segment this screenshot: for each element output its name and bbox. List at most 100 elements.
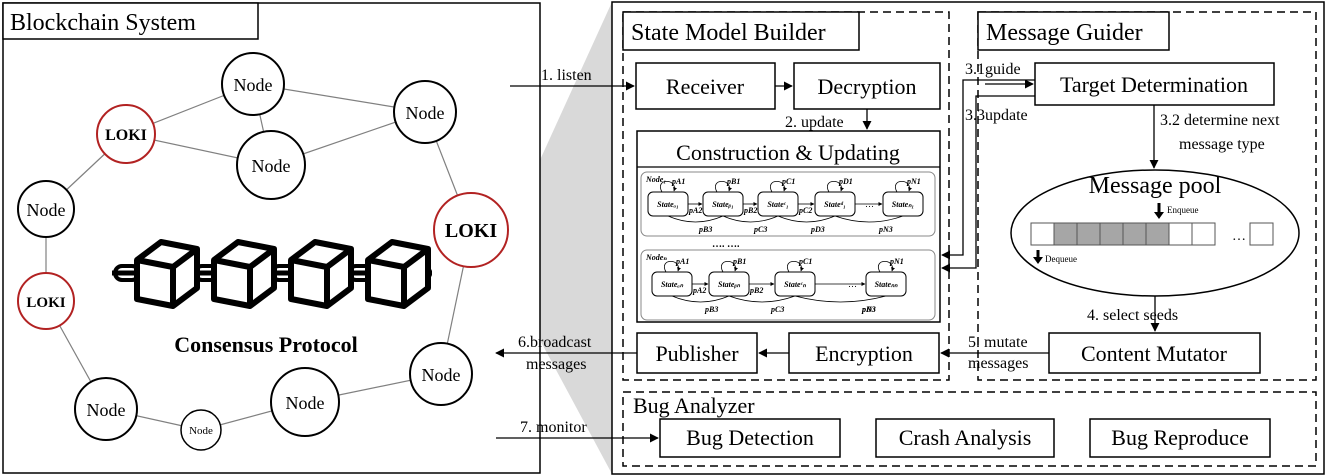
broadcast-label-2: messages — [526, 356, 586, 373]
svg-text:Node: Node — [27, 200, 66, 220]
publisher-box — [636, 332, 758, 374]
broadcast-label-1: 6.broadcast — [518, 334, 592, 351]
transition-label: pA1 — [671, 177, 685, 186]
svg-text:Stateᶜ₁: Stateᶜ₁ — [767, 200, 788, 209]
bug-detection-box — [659, 418, 841, 458]
system-title: Blockchain System — [10, 10, 196, 36]
node-circle: Node — [236, 130, 306, 200]
transition-label: pB3 — [698, 225, 712, 234]
svg-text:Nodeₙ: Nodeₙ — [645, 253, 667, 262]
transition-label: pD3 — [810, 225, 825, 234]
decryption-label: Decryption — [818, 74, 917, 99]
svg-text:Node: Node — [252, 156, 291, 176]
crash-analysis-label: Crash Analysis — [899, 425, 1032, 450]
loki-node: LOKI — [17, 272, 75, 330]
svg-text:Stateᶜₙ: Stateᶜₙ — [784, 280, 806, 289]
svg-text:Node: Node — [87, 400, 126, 420]
state-node: Stateₙₙ — [865, 260, 907, 297]
transition-label: pD1 — [838, 177, 853, 186]
message-guider-title: Message Guider — [986, 20, 1143, 46]
transition-label: pN3 — [861, 305, 876, 314]
transition-label: pB1 — [726, 177, 740, 186]
transition-edge — [667, 215, 724, 223]
svg-text:LOKI: LOKI — [105, 127, 147, 144]
dequeue-arrow: Dequeue — [1033, 250, 1077, 264]
transition-label: pA1 — [675, 257, 689, 266]
target-determination-label: Target Determination — [1060, 72, 1248, 97]
consensus-protocol-label: Consensus Protocol — [174, 332, 358, 357]
node-circle: Node — [221, 52, 285, 116]
blockchain-system-panel: Blockchain System Node Node — [2, 2, 541, 474]
ellipsis: … — [848, 279, 857, 289]
transition-label: pN1 — [889, 257, 904, 266]
listen-label: 1. listen — [541, 67, 592, 84]
state-node: Stateᵈ₁ — [814, 180, 856, 217]
transition-label: pD3 — [861, 305, 876, 314]
select-label: 4. select seeds — [1087, 307, 1178, 324]
ellipsis: … — [865, 199, 874, 209]
transition-edge — [728, 295, 796, 303]
determine-label-1: 3.2 determine next — [1160, 112, 1280, 129]
message-guider: Message Guider Target Determination Mess… — [977, 11, 1317, 381]
content-mutator-label: Content Mutator — [1081, 341, 1228, 366]
monitor-label: 7. monitor — [520, 419, 587, 436]
mutate-label-2: messages — [968, 355, 1028, 372]
guide-label: 3.1guide — [965, 61, 1021, 78]
transition-label: pC3 — [753, 225, 767, 234]
transition-label: pB1 — [732, 257, 746, 266]
svg-text:Stateᵦₙ: Stateᵦₙ — [718, 280, 741, 289]
blockchain-chain-icon — [112, 239, 432, 309]
bug-analyzer-title: Bug Analyzer — [633, 393, 755, 418]
queue-cells — [1030, 222, 1274, 246]
zoom-wedge — [540, 2, 612, 474]
svg-text:Enqueue: Enqueue — [1167, 205, 1199, 215]
svg-text:Dequeue: Dequeue — [1045, 254, 1077, 264]
bug-reproduce-box — [1089, 418, 1271, 458]
loki-node: LOKI — [433, 192, 509, 268]
edges — [495, 79, 1049, 443]
mutate-label-1: 5. mutate — [968, 334, 1028, 351]
svg-text:Node₁: Node₁ — [645, 175, 666, 184]
update33-label: 3.3update — [965, 107, 1028, 124]
node-circle: Node — [17, 180, 75, 238]
svg-text:Node: Node — [189, 425, 213, 437]
bug-analyzer: Bug Analyzer Bug Detection Crash Analysi… — [622, 391, 1317, 467]
update-label: 2. update — [785, 114, 844, 131]
svg-text:Stateₐ₁: Stateₐ₁ — [657, 200, 679, 209]
transition-label: pN3 — [878, 225, 893, 234]
transition-edge — [794, 295, 887, 303]
state-machine-row-2: Nodeₙ — [640, 249, 936, 321]
svg-text:Node: Node — [422, 365, 461, 385]
transition-label: pC1 — [798, 257, 812, 266]
bug-detection-label: Bug Detection — [686, 425, 814, 450]
transition-label: pB3 — [704, 305, 718, 314]
transition-label: pA2 — [688, 206, 702, 215]
receiver-label: Receiver — [666, 74, 745, 99]
construction-label: Construction & Updating — [676, 140, 900, 165]
node-circle: Node — [74, 377, 138, 441]
svg-text:Stateᵦ₁: Stateᵦ₁ — [712, 200, 734, 209]
state-model-builder: State Model Builder Receiver Decryption … — [622, 11, 950, 381]
node-circle: Node — [409, 342, 473, 406]
pool-dots: … — [1232, 229, 1246, 244]
encryption-label: Encryption — [815, 341, 913, 366]
receiver-box — [635, 62, 776, 110]
crash-analysis-box — [875, 418, 1055, 458]
state-machine-row-1: Node₁ — [640, 171, 936, 237]
transition-label: pB2 — [743, 206, 757, 215]
svg-text:Stateᵈ₁: Stateᵈ₁ — [824, 200, 846, 209]
transition-label: pN1 — [906, 177, 921, 186]
node-circle-small: Node — [180, 409, 222, 451]
decryption-box — [793, 62, 941, 110]
transition-edge — [671, 295, 730, 303]
transition-edge — [722, 215, 779, 223]
transition-label: pC1 — [781, 177, 795, 186]
svg-text:Node: Node — [234, 75, 273, 95]
message-pool-title: Message pool — [1089, 173, 1222, 199]
node-circle: Node — [270, 367, 340, 437]
dots-label: …. …. — [712, 239, 740, 250]
transition-label: pC2 — [798, 206, 812, 215]
state-model-builder-title: State Model Builder — [631, 20, 826, 46]
transition-label: pA2 — [692, 286, 706, 295]
